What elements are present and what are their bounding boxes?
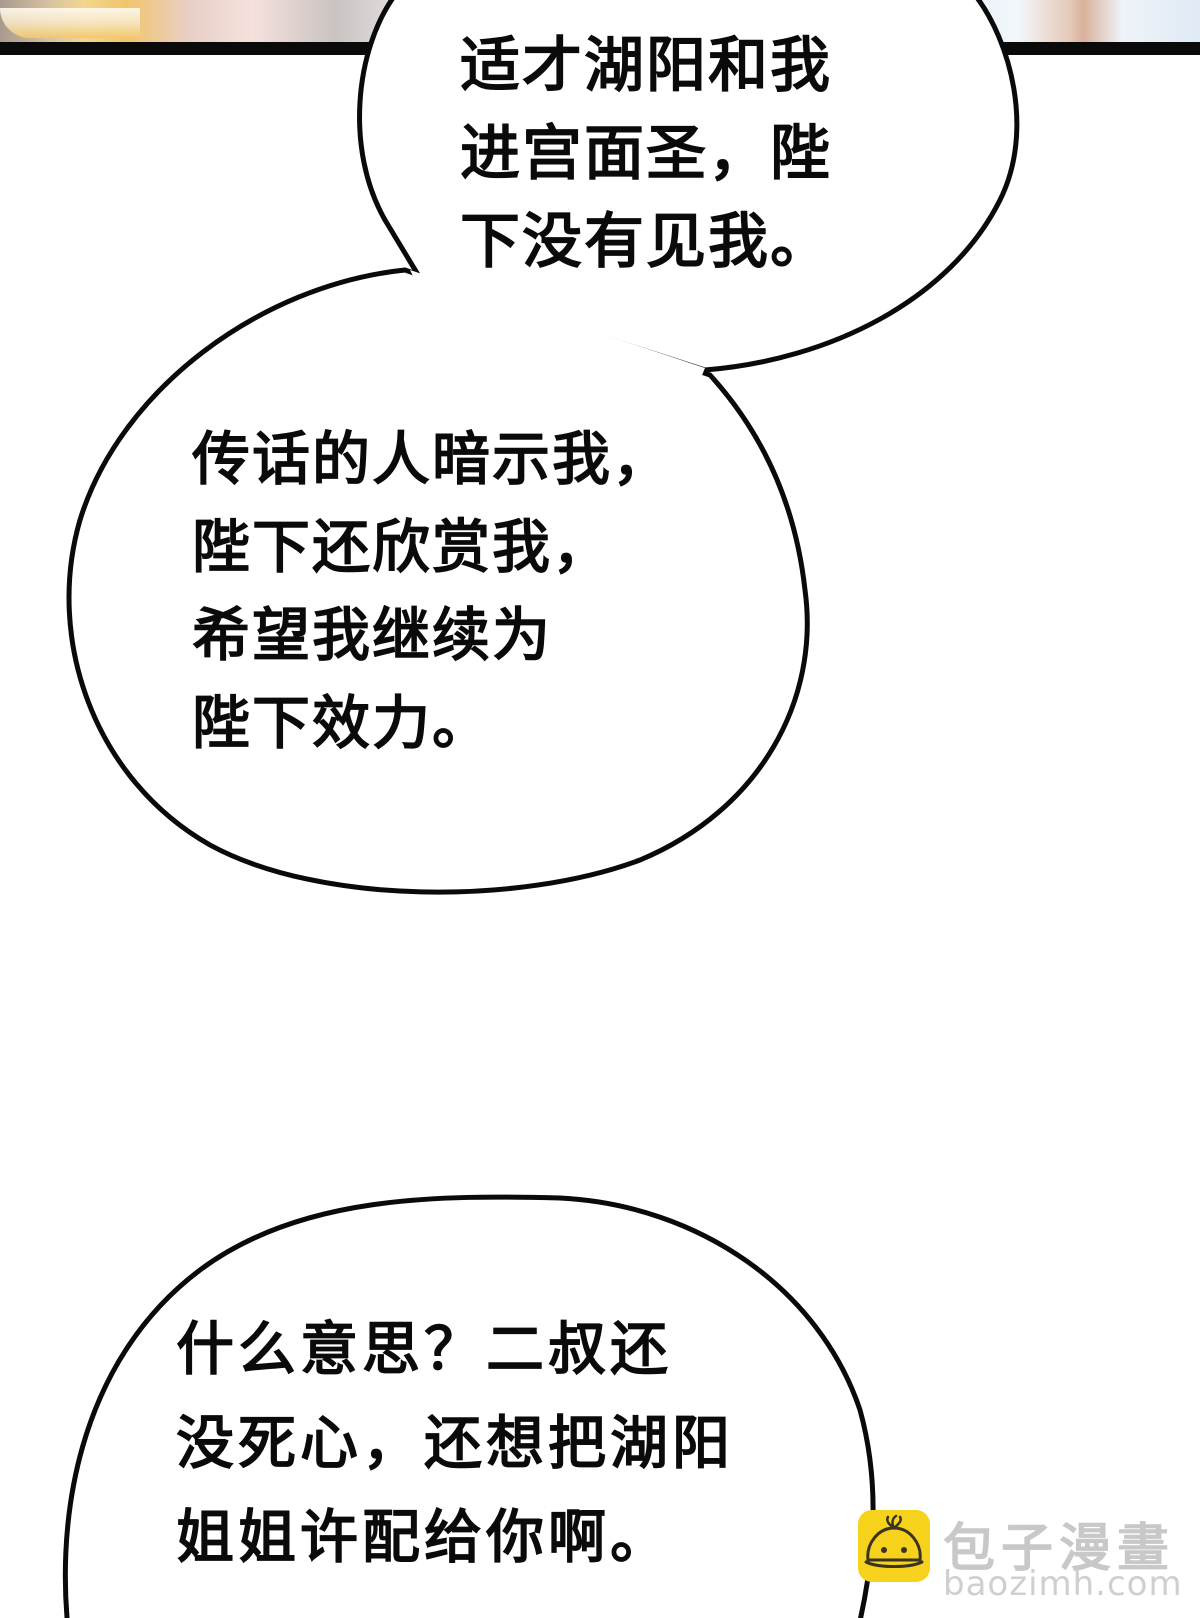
dialogue-line: 陛下效力。 bbox=[192, 689, 493, 757]
dialogue-line: 适才湖阳和我 bbox=[460, 31, 832, 101]
dialogue-line: 什么意思？二叔还 bbox=[176, 1315, 673, 1383]
watermark-title: 包子漫畫 bbox=[943, 1519, 1176, 1579]
dialogue-line: 陛下还欣赏我， bbox=[192, 513, 613, 581]
speech-bubble-3-text: 什么意思？二叔还 没死心，还想把湖阳 姐姐许配给你啊。 bbox=[176, 1302, 734, 1584]
character-robe-artwork-left bbox=[0, 0, 420, 42]
speech-bubble-1 bbox=[357, 0, 1020, 373]
dialogue-line: 没死心，还想把湖阳 bbox=[176, 1409, 735, 1477]
dialogue-line: 进宫面圣，陛 bbox=[460, 119, 832, 189]
dialogue-line: 姐姐许配给你啊。 bbox=[176, 1503, 673, 1571]
watermark-url: baozimh.com bbox=[943, 1564, 1183, 1604]
speech-bubble-2-text: 传话的人暗示我， 陛下还欣赏我， 希望我继续为 陛下效力。 bbox=[192, 415, 672, 767]
site-watermark: 包子漫畫 baozimh.com bbox=[858, 1510, 1198, 1610]
speech-bubble-1-text: 适才湖阳和我 进宫面圣，陛 下没有见我。 bbox=[460, 22, 832, 286]
baozi-bun-icon bbox=[858, 1510, 930, 1582]
dialogue-line: 传话的人暗示我， bbox=[192, 425, 673, 493]
dialogue-line: 希望我继续为 bbox=[192, 601, 553, 669]
speech-bubble-2 bbox=[66, 267, 810, 895]
speech-bubble-3 bbox=[62, 1194, 876, 1618]
dialogue-line: 下没有见我。 bbox=[460, 207, 832, 277]
